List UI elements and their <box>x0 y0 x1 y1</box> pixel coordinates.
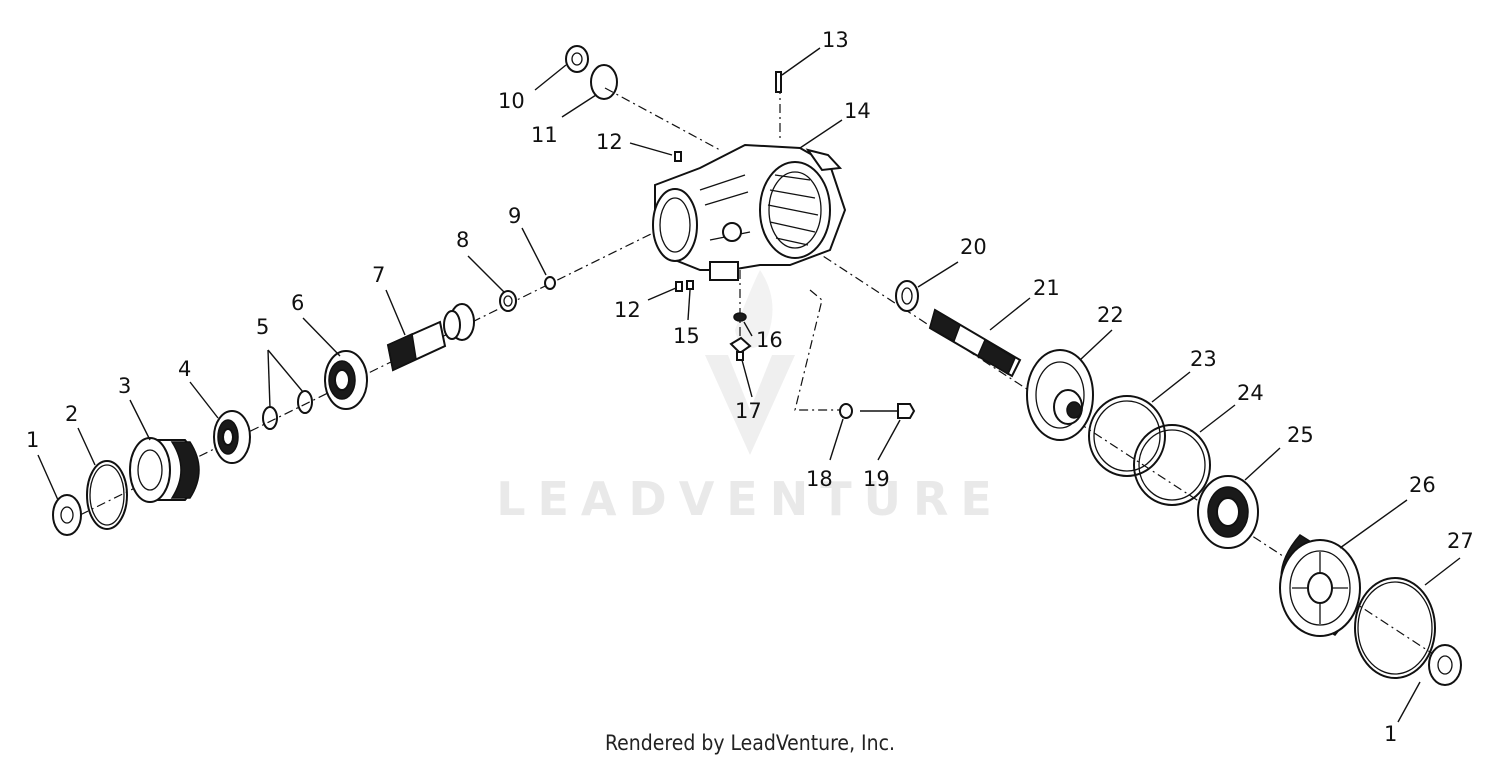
part-13-pin <box>775 71 782 93</box>
callout-1-left: 1 <box>26 428 39 452</box>
callout-2: 2 <box>65 402 78 426</box>
part-22-ring-gear <box>1026 349 1094 441</box>
callout-10: 10 <box>498 89 525 113</box>
part-19-bolt <box>860 403 916 419</box>
callout-12-upper: 12 <box>596 130 623 154</box>
callout-26: 26 <box>1409 473 1436 497</box>
part-7-pinion-shaft <box>386 303 475 372</box>
part-4-bearing <box>213 410 251 464</box>
callout-9: 9 <box>508 204 521 228</box>
callout-3: 3 <box>118 374 131 398</box>
part-6-bearing <box>324 350 368 410</box>
part-23-shim <box>1088 395 1166 477</box>
part-21-output-shaft <box>928 308 1022 378</box>
part-27-o-ring <box>1354 577 1436 679</box>
callout-11: 11 <box>531 123 558 147</box>
watermark-logo <box>705 270 795 455</box>
callout-8: 8 <box>456 228 469 252</box>
callout-6: 6 <box>291 291 304 315</box>
part-18-nut <box>839 403 853 419</box>
callout-18: 18 <box>806 467 833 491</box>
callout-14: 14 <box>844 99 871 123</box>
part-1-washer-left <box>52 494 82 536</box>
part-2-o-ring <box>86 460 128 530</box>
part-24-shim <box>1133 424 1211 506</box>
callout-labels: 1 2 3 4 5 6 7 8 9 10 11 12 12 13 14 15 1… <box>26 28 1474 746</box>
callout-13: 13 <box>822 28 849 52</box>
part-3-bearing-cover <box>129 437 200 503</box>
callout-22: 22 <box>1097 303 1124 327</box>
part-26-cover <box>1279 534 1361 637</box>
callout-12-lower: 12 <box>614 298 641 322</box>
watermark-text: LEADVENTURE <box>496 472 1004 526</box>
callout-24: 24 <box>1237 381 1264 405</box>
callout-23: 23 <box>1190 347 1217 371</box>
callout-27: 27 <box>1447 529 1474 553</box>
part-12-plug-upper <box>674 151 682 162</box>
callout-4: 4 <box>178 357 191 381</box>
callout-21: 21 <box>1033 276 1060 300</box>
part-10-seal <box>565 45 589 73</box>
part-12-plug-lower <box>675 281 683 292</box>
render-credit: Rendered by LeadVenture, Inc. <box>605 731 895 755</box>
part-5-snap-rings <box>262 390 313 430</box>
part-20-bushing <box>895 280 919 312</box>
callout-25: 25 <box>1287 423 1314 447</box>
part-15-dowel <box>686 280 694 290</box>
callout-19: 19 <box>863 467 890 491</box>
callout-leaders <box>37 47 1461 723</box>
part-9-washer <box>544 276 556 290</box>
part-1-washer-right <box>1428 644 1462 686</box>
part-11-o-ring <box>590 64 618 100</box>
part-17-drain-plug <box>729 336 752 361</box>
callout-17: 17 <box>735 399 762 423</box>
callout-15: 15 <box>673 324 700 348</box>
part-25-bearing <box>1197 475 1259 549</box>
part-16-washer <box>733 312 747 322</box>
callout-1-right: 1 <box>1384 722 1397 746</box>
callout-7: 7 <box>372 263 385 287</box>
callout-20: 20 <box>960 235 987 259</box>
callout-5: 5 <box>256 315 269 339</box>
part-14-gear-housing <box>652 143 847 281</box>
callout-16: 16 <box>756 328 783 352</box>
part-8-bushing <box>499 290 517 312</box>
